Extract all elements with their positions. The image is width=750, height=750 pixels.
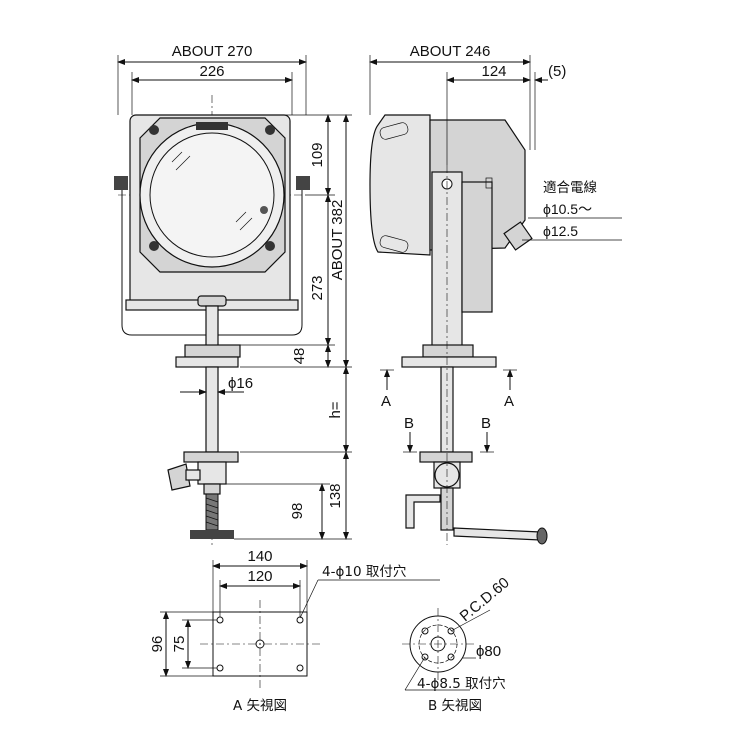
front-height-top: 109 [309,142,326,167]
side-width-about: ABOUT 246 [410,43,491,60]
side-handle-bar [453,527,541,541]
view-b-pcd: P.C.D.60 [457,574,513,625]
view-a-holes: 4-ϕ10 取付穴 [322,564,406,580]
view-a-height-outer: 96 [149,636,166,653]
mount-hole-icon [421,627,429,635]
view-a-height-inner: 75 [171,636,188,653]
view-a-width-inner: 120 [247,568,272,585]
view-b: P.C.D.60 ϕ80 4-ϕ8.5 取付穴 B 矢視図 [402,574,513,714]
bolt-icon [265,125,275,135]
view-a: 140 120 96 75 4-ϕ10 取付穴 A 矢視図 [149,548,440,714]
view-b-holes: 4-ϕ8.5 取付穴 [417,676,506,692]
side-arm-rear [461,181,493,313]
support-rod [205,366,219,453]
mount-hole-icon [216,616,224,624]
mount-hole-icon [216,664,224,672]
mount-hole-icon [421,653,429,661]
view-a-caption: A 矢視図 [233,698,287,714]
front-view: ABOUT 270 226 109 273 48 ABOUT 382 ϕ16 h… [114,43,352,545]
clamp-plate [183,451,239,463]
cable-gland [503,221,533,251]
variable-height: h= [327,401,344,418]
clamp-knob [167,463,191,491]
bolt-icon [149,125,159,135]
side-flange [422,344,474,358]
bolt-icon [265,241,275,251]
clamp-height: 138 [327,483,344,508]
base-plate [175,356,239,368]
cable-range-2: ϕ12.5 [543,223,578,239]
section-b-left: B [404,415,414,432]
front-height-base: 48 [291,348,308,365]
side-front-cap [369,114,431,256]
pivot-knob-right [296,176,310,190]
view-a-width-outer: 140 [247,548,272,565]
front-height-mid: 273 [309,275,326,300]
front-height-about: ABOUT 382 [329,200,346,281]
section-b-right: B [481,415,491,432]
mount-hole-icon [447,653,455,661]
side-offset: (5) [548,63,566,80]
cable-range-1: ϕ10.5～ [543,201,592,217]
nameplate [196,122,228,130]
side-view: ABOUT 246 124 (5) 適合電線 ϕ10.5～ ϕ12.5 A A … [369,43,622,545]
side-width-inner: 124 [481,63,506,80]
handle-height: 98 [289,503,306,520]
pivot-knob-left [114,176,128,190]
front-width-inner: 226 [199,63,224,80]
mount-flange [184,344,241,358]
bolt-icon [149,241,159,251]
mount-hole-icon [296,664,304,672]
bolt-icon [260,206,268,214]
view-b-caption: B 矢視図 [428,698,482,714]
side-base-plate [401,356,497,368]
view-b-dia: ϕ80 [476,643,501,660]
clamp-pad [190,530,234,539]
section-a-right: A [504,393,514,410]
rod-diameter: ϕ16 [228,375,253,392]
lamp-lens [149,132,275,258]
section-a-left: A [381,393,391,410]
mount-hole-icon [447,627,455,635]
cable-title: 適合電線 [543,179,597,196]
front-width-about: ABOUT 270 [172,43,253,60]
